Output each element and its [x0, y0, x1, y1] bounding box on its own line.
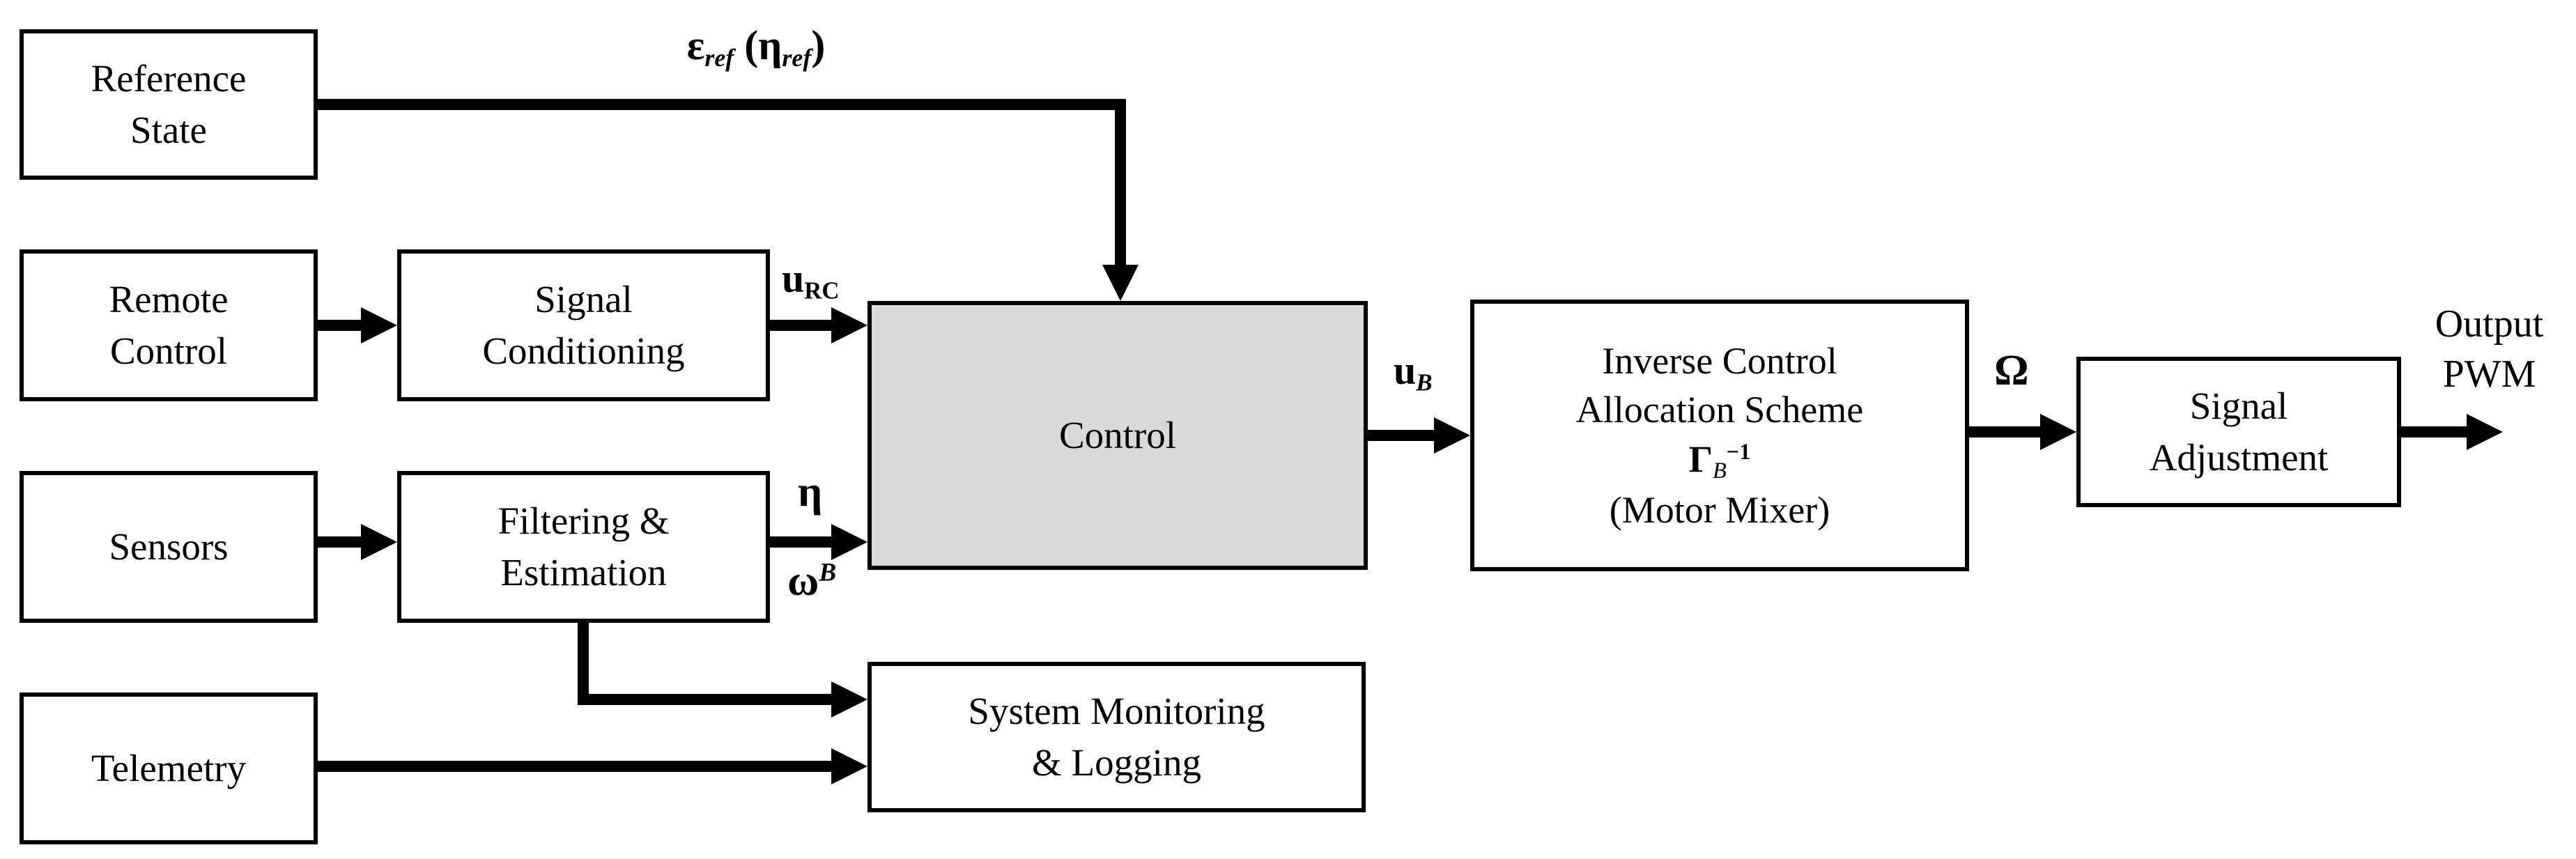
arrow-filtering-to-monitoring-hsegment — [578, 694, 833, 705]
open-paren: ( — [744, 22, 759, 68]
telemetry-box: Telemetry — [20, 692, 318, 844]
arrow-inverse-to-adjustment-head — [2040, 414, 2076, 450]
arrow-conditioning-to-control-line — [770, 320, 840, 331]
remote-control-label-line1: Remote — [109, 277, 229, 320]
system-monitoring-label-line2: & Logging — [1032, 741, 1201, 784]
arrow-filtering-to-monitoring-head — [831, 681, 867, 718]
u-body-symbol: u — [1394, 348, 1417, 393]
gamma-superscript: −1 — [1726, 439, 1751, 465]
omega-body-superscript: B — [819, 558, 837, 587]
remote-control-box: Remote Control — [20, 249, 318, 401]
arrow-remote-to-conditioning-line — [318, 320, 367, 331]
signal-label-omega-rotor: Ω — [1994, 347, 2029, 394]
signal-label-epsilon-ref: εref (ηref) — [599, 22, 913, 72]
inverse-allocation-label-line1: Inverse Control — [1602, 340, 1837, 382]
signal-conditioning-box: Signal Conditioning — [397, 249, 770, 401]
signal-label-omega-body: ωB — [787, 557, 836, 605]
inverse-allocation-gamma-formula: ΓB−1 — [1689, 435, 1751, 486]
filtering-estimation-box: Filtering & Estimation — [397, 471, 770, 623]
epsilon-subscript: ref — [704, 44, 734, 72]
arrow-filtering-to-control-head — [831, 524, 867, 560]
telemetry-label: Telemetry — [91, 746, 247, 789]
arrow-remote-to-conditioning-head — [361, 307, 397, 343]
arrow-conditioning-to-control-head — [831, 307, 867, 343]
arrow-control-to-inverse-head — [1434, 417, 1470, 454]
signal-adjustment-box: Signal Adjustment — [2076, 357, 2401, 507]
epsilon-symbol: ε — [686, 22, 705, 68]
signal-label-eta: η — [798, 468, 822, 516]
gamma-symbol: Γ — [1688, 438, 1713, 480]
output-pwm-line1: Output — [2435, 302, 2544, 346]
u-rc-symbol: u — [782, 256, 805, 301]
arrow-sensors-to-filtering-line — [318, 536, 367, 548]
arrow-inverse-to-adjustment-line — [1969, 426, 2046, 438]
inverse-allocation-box: Inverse Control Allocation Scheme ΓB−1 (… — [1470, 300, 1969, 571]
u-body-subscript: B — [1416, 369, 1433, 396]
arrow-filtering-to-control-line — [770, 536, 840, 548]
arrow-reference-to-control-vsegment — [1115, 99, 1126, 266]
reference-state-box: Reference State — [20, 29, 318, 180]
output-pwm-line2: PWM — [2442, 352, 2536, 396]
inverse-allocation-label-line2: Allocation Scheme — [1575, 389, 1864, 431]
signal-adjustment-label-line2: Adjustment — [2149, 436, 2329, 479]
reference-state-label-line2: State — [130, 109, 207, 151]
arrow-reference-to-control-hsegment — [318, 99, 1126, 110]
sensors-box: Sensors — [20, 471, 318, 623]
signal-conditioning-label-line1: Signal — [534, 277, 633, 320]
eta-ref-subscript: ref — [782, 44, 812, 72]
control-label: Control — [1058, 413, 1177, 456]
system-monitoring-box: System Monitoring & Logging — [867, 662, 1366, 812]
remote-control-label-line2: Control — [109, 330, 228, 372]
sensors-label: Sensors — [109, 525, 229, 568]
gamma-subscript: B — [1712, 458, 1727, 483]
eta-symbol: η — [798, 468, 823, 516]
signal-conditioning-label-line2: Conditioning — [482, 330, 685, 372]
arrow-adjustment-to-output-head — [2467, 414, 2503, 450]
signal-label-output-pwm: Output PWM — [2403, 300, 2576, 399]
arrow-control-to-inverse-line — [1368, 430, 1437, 441]
reference-state-label-line1: Reference — [91, 56, 247, 100]
filtering-estimation-label-line1: Filtering & — [498, 499, 670, 542]
arrow-telemetry-to-monitoring-line — [318, 761, 833, 772]
arrow-adjustment-to-output-line — [2401, 426, 2471, 438]
signal-label-u-rc: uRC — [782, 256, 840, 304]
arrow-sensors-to-filtering-head — [361, 524, 397, 560]
eta-ref-symbol: η — [758, 22, 782, 68]
arrow-reference-to-control-head — [1102, 265, 1139, 301]
signal-label-u-body: uB — [1394, 348, 1432, 396]
close-paren: ) — [811, 22, 826, 68]
inverse-allocation-caption: (Motor Mixer) — [1609, 488, 1830, 531]
u-rc-subscript: RC — [804, 277, 840, 304]
system-monitoring-label-line1: System Monitoring — [968, 689, 1265, 732]
arrow-telemetry-to-monitoring-head — [831, 748, 867, 784]
omega-body-symbol: ω — [787, 557, 819, 605]
signal-adjustment-label-line1: Signal — [2189, 384, 2288, 427]
arrow-filtering-to-monitoring-vsegment — [578, 623, 589, 705]
control-box: Control — [867, 301, 1368, 570]
omega-rotor-symbol: Ω — [1994, 347, 2029, 394]
filtering-estimation-label-line2: Estimation — [500, 551, 667, 594]
